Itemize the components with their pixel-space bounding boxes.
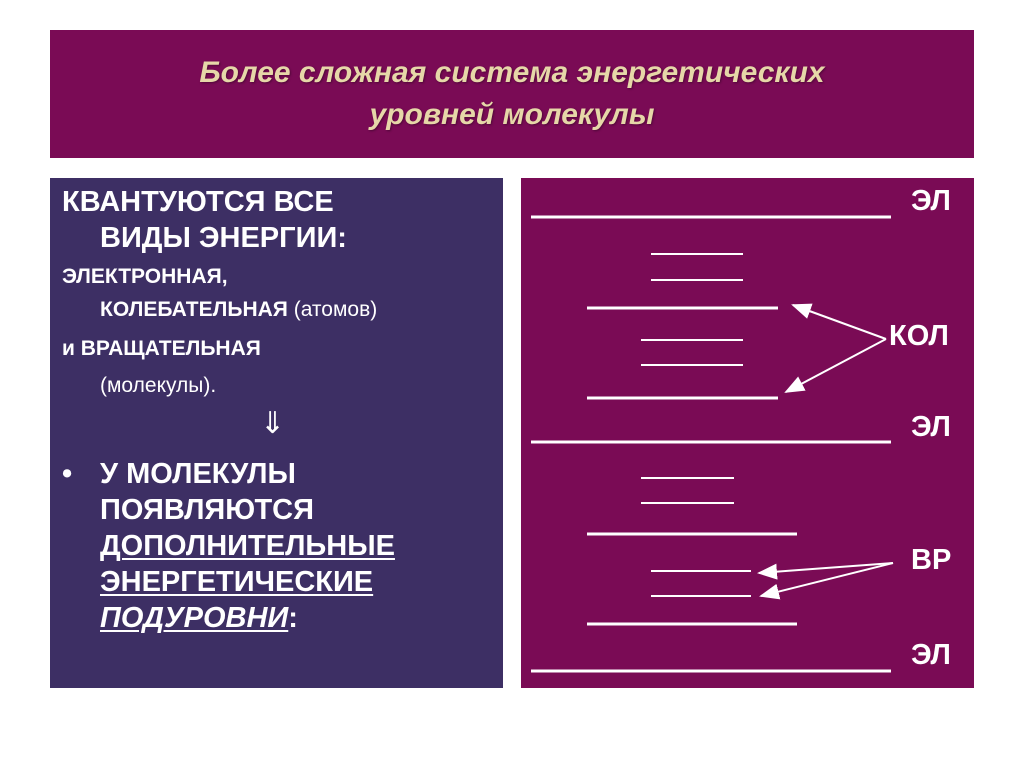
bullet-line-1: У МОЛЕКУЛЫ (100, 458, 296, 490)
molecule-label: (молекулы). (100, 374, 217, 397)
vibrational-suffix: (атомов) (293, 298, 378, 321)
title-banner: Более сложная система энергетических уро… (50, 30, 974, 158)
title-line-1: Более сложная система энергетических (199, 56, 825, 89)
implies-arrow-icon: ⇓ (260, 407, 286, 440)
rotational-label: и ВРАЩАТЕЛЬНАЯ (62, 337, 261, 360)
energy-levels-svg (531, 215, 894, 673)
bullet-line-5-row: ПОДУРОВНИ: (100, 600, 298, 636)
heading-line-1: КВАНТУЮТСЯ ВСЕ (62, 186, 334, 218)
electronic-label-bottom: ЭЛ (911, 639, 951, 671)
text-panel: КВАНТУЮТСЯ ВСЕ ВИДЫ ЭНЕРГИИ: ЭЛЕКТРОННАЯ… (50, 178, 503, 688)
rot-arrow-down (759, 562, 894, 600)
title-line-2: уровней молекулы (369, 98, 655, 131)
electronic-label-middle: ЭЛ (911, 411, 951, 443)
heading-line-2: ВИДЫ ЭНЕРГИИ: (100, 222, 347, 254)
electronic-label-top: ЭЛ (911, 185, 951, 217)
bullet-icon: • (62, 458, 73, 490)
rot-arrow-up (757, 562, 894, 580)
rotational-label: ВР (911, 544, 952, 576)
bullet-line-5: ПОДУРОВНИ (100, 602, 289, 634)
bullet-line-3: ДОПОЛНИТЕЛЬНЫЕ (100, 530, 395, 562)
vib-arrow-up (791, 303, 887, 340)
vib-arrow-down (784, 338, 887, 393)
vibrational-label: КОЛЕБАТЕЛЬНАЯ (100, 298, 288, 321)
bullet-line-2: ПОЯВЛЯЮТСЯ (100, 494, 314, 526)
bullet-line-4: ЭНЕРГЕТИЧЕСКИЕ (100, 566, 374, 598)
vibrational-row: КОЛЕБАТЕЛЬНАЯ (атомов) (100, 296, 377, 324)
energy-level-diagram: ЭЛ КОЛ ЭЛ ВР ЭЛ (521, 178, 974, 688)
vibrational-label: КОЛ (889, 320, 949, 352)
electronic-label: ЭЛЕКТРОННАЯ, (62, 265, 228, 288)
bullet-colon: : (288, 602, 298, 634)
